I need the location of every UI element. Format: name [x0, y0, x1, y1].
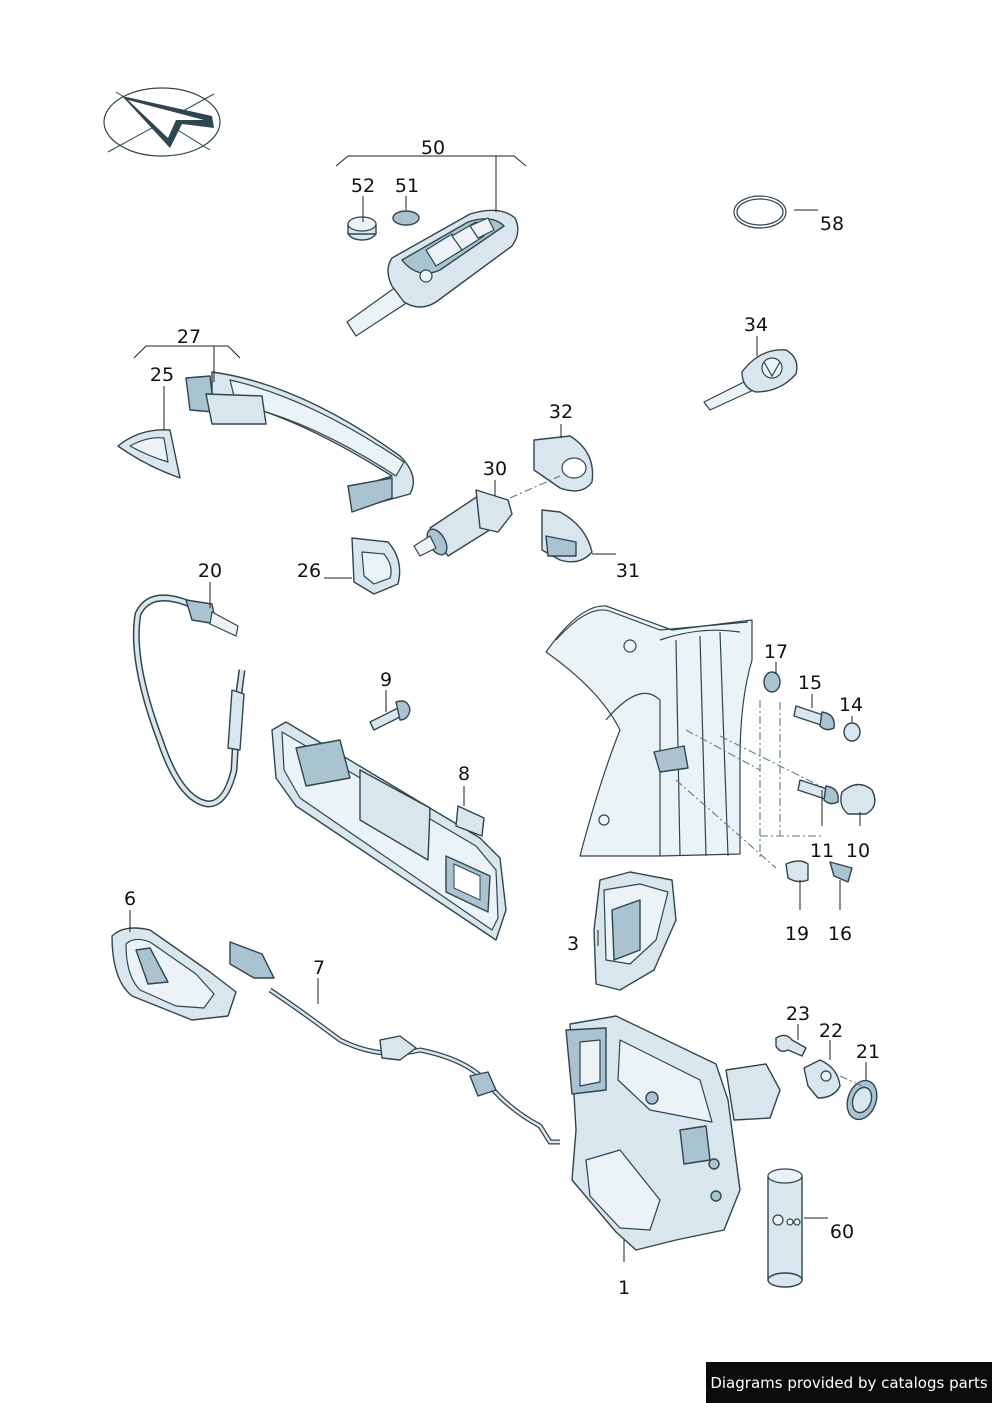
part-17-plug: [763, 671, 781, 693]
assembly-line: [839, 1075, 863, 1087]
part-50-remote-key: [346, 209, 519, 337]
part-23-screw: [775, 1034, 807, 1057]
bracket-27: [133, 345, 241, 359]
assembly-line: [685, 729, 761, 771]
part-8-handle-carrier: [271, 721, 507, 941]
label-51: 51: [395, 175, 419, 197]
part-21-cap: [846, 1079, 878, 1121]
bracket-50: [335, 155, 527, 167]
part-14-plug: [843, 722, 861, 742]
part-10-cap: [840, 783, 876, 815]
door-frame: [545, 605, 753, 857]
part-26-cover: [351, 537, 401, 595]
part-22-plate: [803, 1059, 841, 1099]
part-30-lock-cylinder: [413, 489, 513, 557]
label-8: 8: [458, 763, 470, 785]
part-15-bolt: [793, 705, 835, 731]
part-3-bracket: [593, 871, 677, 991]
label-52: 52: [351, 175, 375, 197]
part-16-cap: [829, 861, 853, 883]
label-60: 60: [830, 1221, 854, 1243]
label-3: 3: [567, 933, 579, 955]
label-15: 15: [798, 672, 822, 694]
part-9-screw: [369, 700, 411, 731]
part-27-outer-handle: [185, 371, 414, 513]
part-34-key: [703, 349, 798, 411]
part-58-seal-ring: [733, 195, 787, 229]
part-7-cable: [229, 941, 560, 1145]
leader-lines: [129, 196, 867, 1262]
label-27: 27: [177, 326, 201, 348]
label-11: 11: [810, 840, 834, 862]
label-1: 1: [618, 1277, 630, 1299]
assembly-line: [719, 735, 837, 795]
part-11-bolt: [797, 779, 839, 805]
assembly-line: [675, 779, 777, 869]
part-52-battery: [347, 216, 377, 241]
part-51-cap: [392, 210, 420, 226]
label-32: 32: [549, 401, 573, 423]
label-9: 9: [380, 669, 392, 691]
part-19-screw: [785, 860, 809, 883]
footer-credit: Diagrams provided by catalogs parts: [706, 1362, 992, 1403]
label-10: 10: [846, 840, 870, 862]
label-58: 58: [820, 213, 844, 235]
label-6: 6: [124, 888, 136, 910]
part-25-cover: [117, 429, 181, 479]
label-30: 30: [483, 458, 507, 480]
part-20-cable: [132, 594, 246, 808]
label-19: 19: [785, 923, 809, 945]
part-6-inner-handle: [111, 927, 237, 1021]
label-25: 25: [150, 364, 174, 386]
label-50: 50: [421, 137, 445, 159]
label-20: 20: [198, 560, 222, 582]
label-16: 16: [828, 923, 852, 945]
assembly-line: [509, 475, 561, 499]
label-7: 7: [313, 957, 325, 979]
part-31-cap: [541, 509, 593, 563]
label-23: 23: [786, 1003, 810, 1025]
label-14: 14: [839, 694, 863, 716]
label-26: 26: [297, 560, 321, 582]
label-34: 34: [744, 314, 768, 336]
label-17: 17: [764, 641, 788, 663]
catalog-logo: [103, 87, 221, 157]
label-22: 22: [819, 1020, 843, 1042]
part-32-cover: [533, 435, 594, 492]
part-1-door-lock: [565, 1015, 781, 1251]
part-60-grease-tube: [767, 1168, 803, 1288]
label-31: 31: [616, 560, 640, 582]
label-21: 21: [856, 1041, 880, 1063]
